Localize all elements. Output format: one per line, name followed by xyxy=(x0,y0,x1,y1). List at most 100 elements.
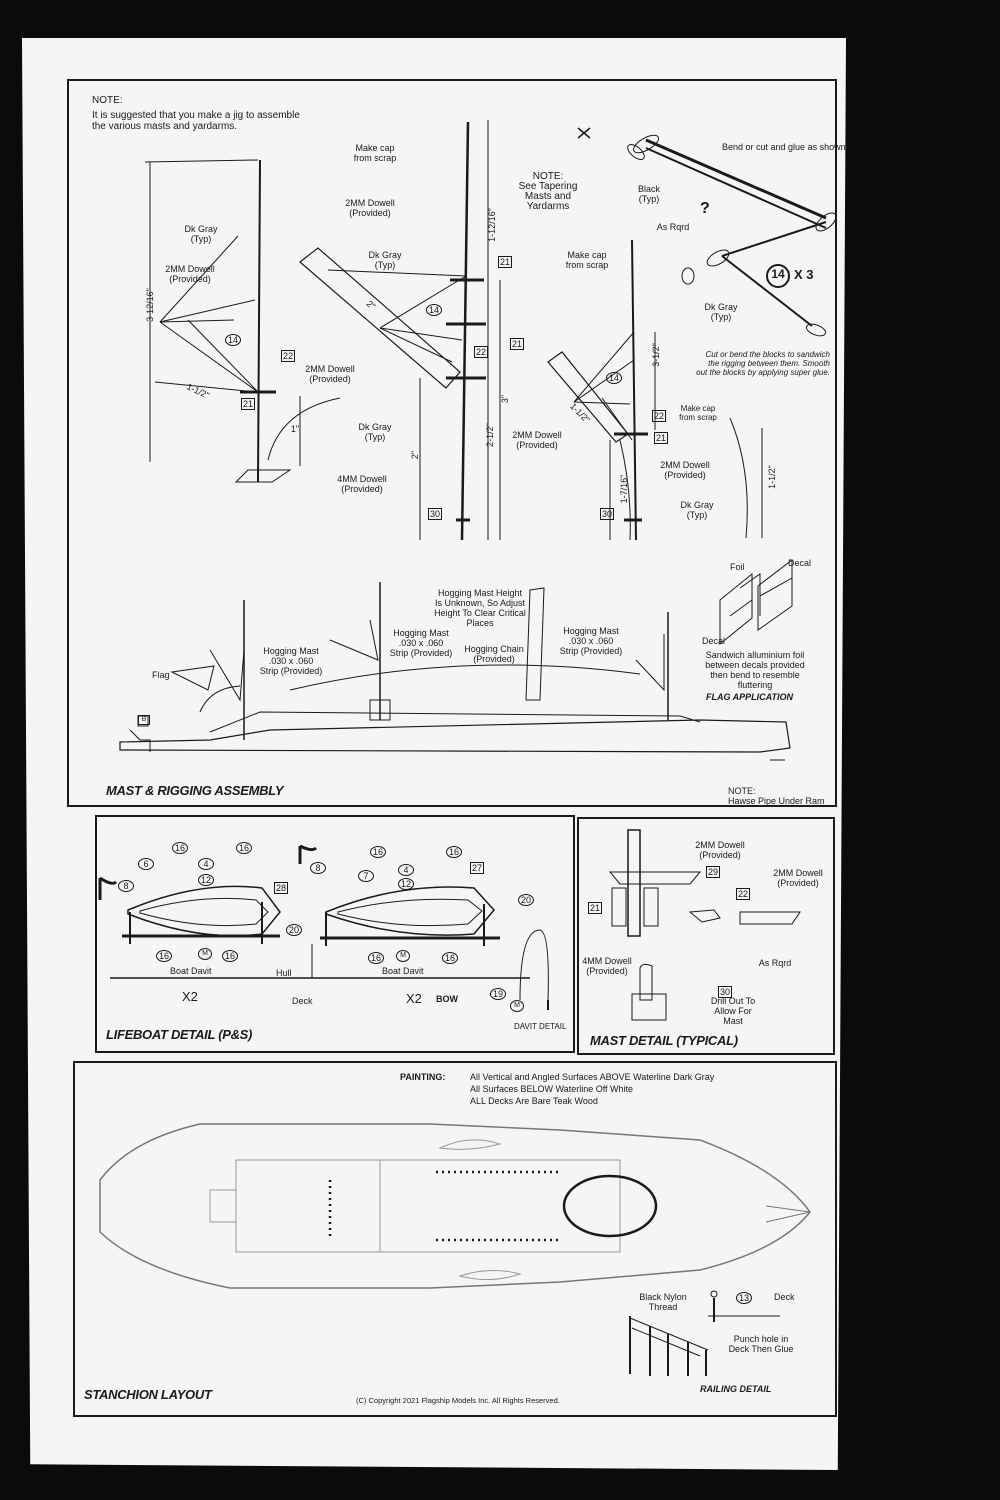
dowel-label-right: 2MM Dowell (Provided) xyxy=(512,430,562,450)
lifeboat-drawings xyxy=(98,844,549,1010)
part-14-badge: 14 xyxy=(771,267,785,281)
part-badge-30a: 30 xyxy=(428,508,442,520)
dkgray-label-2: Dk Gray (Typ) xyxy=(368,250,402,270)
stanchion-frame xyxy=(73,1061,837,1417)
boat-davit-label-1: Boat Davit xyxy=(170,966,212,976)
dkgray-label-4: Dk Gray (Typ) xyxy=(704,302,738,322)
md-part-22: 22 xyxy=(736,888,750,900)
cap-label-1: Make cap from scrap xyxy=(353,143,397,163)
lb-part-8a: 8 xyxy=(118,880,134,892)
lb-part-m1: M xyxy=(198,948,212,960)
railing-drawing xyxy=(629,1290,780,1376)
mast-assembly-3 xyxy=(547,239,763,541)
mast-rigging-frame xyxy=(67,79,837,807)
md-drill-note: Drill Out To Allow For Mast xyxy=(710,996,756,1026)
mast-rigging-title: MAST & RIGGING ASSEMBLY xyxy=(106,783,284,798)
lb-part-m3: M xyxy=(510,1000,524,1012)
part-badge-21b: 21 xyxy=(498,256,512,268)
md-part-21: 21 xyxy=(588,902,602,914)
cap-label-3: Make cap from scrap xyxy=(679,404,717,422)
hawse-note: NOTE: Hawse Pipe Under Ram xyxy=(728,786,825,806)
dim-label-6: 3" xyxy=(500,394,510,404)
flag-label: Flag xyxy=(152,670,170,680)
dim-label-7: 2-1/2" xyxy=(485,423,495,447)
mast-detail-drawing xyxy=(608,829,801,1021)
md-part-30: 30 xyxy=(718,986,732,998)
flag-decal-top: Decal xyxy=(788,558,812,568)
part-badge-b: B xyxy=(138,715,150,725)
railing-part-13: 13 xyxy=(736,1292,752,1304)
part-badge-21c: 21 xyxy=(510,338,524,350)
lb-part-20b: 20 xyxy=(518,894,534,906)
lb-part-8b: 8 xyxy=(310,862,326,874)
ship-top-view xyxy=(99,1123,811,1289)
as-rqrd-label: As Rqrd xyxy=(656,222,690,232)
dim-label-5: 1-12/16" xyxy=(487,208,497,242)
dkgray-label-3: Dk Gray (Typ) xyxy=(358,422,392,442)
md-part-29: 29 xyxy=(706,866,720,878)
lb-part-7: 7 xyxy=(358,870,374,882)
ship-profile xyxy=(119,582,791,761)
note-jig-title: NOTE: xyxy=(92,95,123,106)
dim-label-9: 3-1/2" xyxy=(651,343,661,367)
railing-thread-label: Black Nylon Thread xyxy=(639,1292,687,1312)
lb-part-4a: 4 xyxy=(198,858,214,870)
lb-part-16f: 16 xyxy=(446,846,462,858)
lb-part-16h: 16 xyxy=(442,952,458,964)
note-blocks: Cut or bend the blocks to sandwich the r… xyxy=(696,350,830,377)
railing-detail-title: RAILING DETAIL xyxy=(700,1384,772,1394)
part-badge-30b: 30 xyxy=(600,508,614,520)
lb-part-16e: 16 xyxy=(370,846,386,858)
flag-application-title: FLAG APPLICATION xyxy=(706,692,793,702)
railing-punch-note: Punch hole in Deck Then Glue xyxy=(728,1334,794,1354)
lifeboat-title: LIFEBOAT DETAIL (P&S) xyxy=(106,1027,253,1042)
md-as-rqrd: As Rqrd xyxy=(758,958,792,968)
lb-part-16b: 16 xyxy=(236,842,252,854)
flag-decal-bottom: Decal xyxy=(702,636,726,646)
lb-part-4b: 4 xyxy=(398,864,414,876)
part-badge-22b: 22 xyxy=(474,346,488,358)
lb-part-16c: 16 xyxy=(156,950,172,962)
railing-deck-label: Deck xyxy=(774,1292,795,1302)
md-dowel-2mm-a: 2MM Dowell (Provided) xyxy=(695,840,745,860)
dkgray-label-1: Dk Gray (Typ) xyxy=(184,224,218,244)
dim-label-12: 1-1/2" xyxy=(767,465,777,489)
mast-assembly-2 xyxy=(299,120,501,541)
painting-line-3: ALL Decks Are Bare Teak Wood xyxy=(470,1096,598,1106)
part-badge-22c: 22 xyxy=(652,410,666,422)
part-badge-14c: 14 xyxy=(606,372,622,384)
part-badge-21d: 21 xyxy=(654,432,668,444)
part-badge-14a: 14 xyxy=(225,334,241,346)
lb-part-27: 27 xyxy=(470,862,484,874)
flag-foil-label: Foil xyxy=(730,562,745,572)
md-dowel-2mm-b: 2MM Dowell (Provided) xyxy=(773,868,823,888)
boat-davit-label-2: Boat Davit xyxy=(382,966,424,976)
painting-line-2: All Surfaces BELOW Waterline Off White xyxy=(470,1084,634,1094)
question-mark: ? xyxy=(700,200,710,217)
note-taper: NOTE: See Tapering Masts and Yardarms xyxy=(518,171,578,212)
lifeboat-frame xyxy=(95,815,575,1053)
x2-label-a: X2 xyxy=(182,989,198,1004)
hogging-mast-label-1: Hogging Mast .030 x .060 Strip (Provided… xyxy=(259,646,323,676)
stanchion-title: STANCHION LAYOUT xyxy=(84,1387,212,1402)
cap-label-2: Make cap from scrap xyxy=(565,250,609,270)
dim-label-11: 1-7/16" xyxy=(619,474,629,504)
mast-detail-title: MAST DETAIL (TYPICAL) xyxy=(590,1033,738,1048)
rigging-blocks xyxy=(577,127,837,337)
copyright: (C) Copyright 2021 Flagship Models Inc. … xyxy=(356,1396,560,1405)
note-bend-glue: Bend or cut and glue as shown xyxy=(722,142,846,152)
x3-label: X 3 xyxy=(794,267,814,282)
painting-label: PAINTING: xyxy=(400,1072,446,1082)
lb-part-12b: 12 xyxy=(398,878,414,890)
lb-part-m2: M xyxy=(396,950,410,962)
bow-label: BOW xyxy=(436,994,458,1004)
part-badge-21a: 21 xyxy=(241,398,255,410)
hogging-chain-label: Hogging Chain (Provided) xyxy=(464,644,524,664)
davit-detail-label: DAVIT DETAIL xyxy=(514,1022,567,1031)
dim-label-1: 3-12/16" xyxy=(145,288,155,322)
lb-part-16g: 16 xyxy=(368,952,384,964)
painting-line-1: All Vertical and Angled Surfaces ABOVE W… xyxy=(470,1072,715,1082)
instruction-sheet xyxy=(22,38,846,1470)
lb-part-20a: 20 xyxy=(286,924,302,936)
